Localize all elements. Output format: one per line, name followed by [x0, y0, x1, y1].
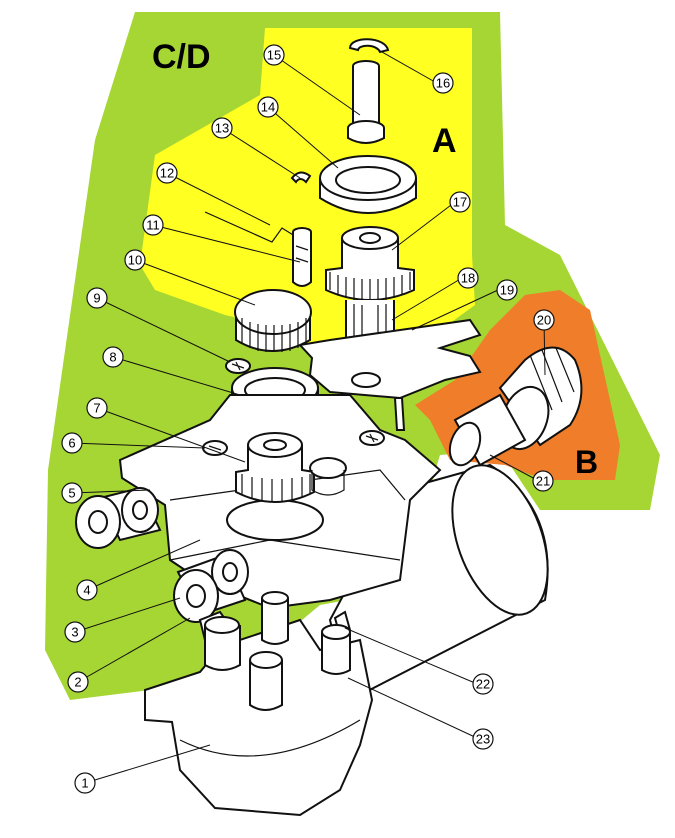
callout-4-circle — [76, 579, 98, 601]
callout-23-label: 23 — [476, 732, 490, 747]
zone-b-label: B — [575, 444, 598, 480]
callout-2-circle — [67, 671, 89, 693]
callout-21-label: 21 — [536, 474, 550, 489]
part-12-spring-wire — [204, 211, 299, 243]
callout-15-circle — [263, 44, 285, 66]
callout-7-label: 7 — [93, 401, 100, 416]
callout-leaders — [71, 47, 546, 784]
callout-20-label: 20 — [537, 313, 551, 328]
callout-22-circle — [472, 673, 494, 695]
callout-14-label: 14 — [261, 100, 275, 115]
callout-13-circle — [211, 117, 233, 139]
part-10-knob — [234, 289, 312, 352]
callout-19-circle — [496, 279, 518, 301]
part-13-clip — [290, 171, 312, 184]
part-small-pin — [393, 397, 406, 431]
callout-11-circle — [142, 214, 164, 236]
callout-1-label: 1 — [81, 776, 88, 791]
callout-1-circle — [74, 772, 96, 794]
callout-6-circle — [61, 432, 83, 454]
callout-10-circle — [124, 249, 146, 271]
part-1-base-plate — [144, 591, 374, 817]
callout-20-circle — [533, 309, 555, 331]
callout-13-label: 13 — [215, 121, 229, 136]
callout-3-circle — [64, 621, 86, 643]
part-16-circlip — [348, 38, 390, 54]
callout-6-label: 6 — [68, 436, 75, 451]
callout-12-label: 12 — [160, 166, 174, 181]
part-screw-right — [359, 430, 385, 446]
callout-4-label: 4 — [83, 583, 90, 598]
callout-21-circle — [532, 470, 554, 492]
callout-12-circle — [156, 162, 178, 184]
part-11-pin — [292, 227, 312, 287]
callout-9-label: 9 — [93, 291, 100, 306]
callout-22-label: 22 — [476, 677, 490, 692]
part-21-coupling — [448, 393, 527, 467]
callout-17-circle — [449, 191, 471, 213]
part-19-lever-plate — [298, 318, 482, 400]
callout-5-circle — [61, 482, 83, 504]
callout-18-circle — [457, 267, 479, 289]
part-7-drive-gear — [235, 432, 315, 503]
callout-16-label: 16 — [436, 76, 450, 91]
callout-14-circle — [257, 96, 279, 118]
part-idler-gear — [309, 457, 347, 496]
callout-17-label: 17 — [453, 195, 467, 210]
callout-15-label: 15 — [267, 48, 281, 63]
zone-cd-label: C/D — [152, 38, 211, 76]
part-3-feed-roller-lower — [173, 549, 249, 623]
zone-a-label: A — [432, 122, 457, 160]
callout-9-circle — [86, 287, 108, 309]
callout-8-circle — [102, 346, 124, 368]
callout-2-label: 2 — [74, 675, 81, 690]
callout-16-circle — [432, 72, 454, 94]
callout-11-label: 11 — [146, 218, 160, 233]
callout-18-label: 18 — [461, 271, 475, 286]
callout-7-circle — [86, 397, 108, 419]
callout-5-label: 5 — [68, 486, 75, 501]
part-14-bearing-ring — [319, 155, 417, 214]
callout-8-label: 8 — [109, 350, 116, 365]
callout-19-label: 19 — [500, 283, 514, 298]
part-15-shaft-pin — [347, 60, 385, 144]
callout-3-label: 3 — [71, 625, 78, 640]
part-9-screw — [225, 358, 251, 374]
callout-10-label: 10 — [128, 253, 142, 268]
callout-23-circle — [472, 728, 494, 750]
